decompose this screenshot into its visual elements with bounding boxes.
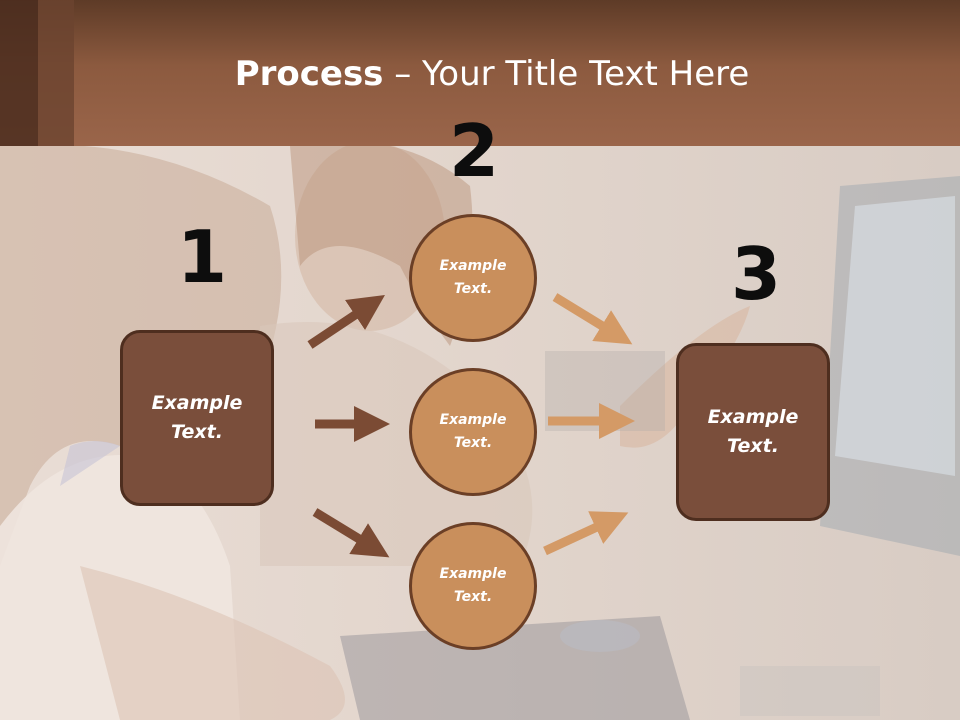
header-accent-dark [0, 0, 38, 146]
step-number-1: 1 [177, 215, 228, 299]
step-1-box: Example Text. [120, 330, 274, 506]
step-number-3: 3 [731, 232, 782, 316]
arrow-1-to-2-bottom [312, 508, 390, 558]
arrow-2-bottom-to-3 [543, 511, 629, 556]
step-3-label: Example Text. [707, 406, 799, 457]
step-2-top-label: Example Text. [439, 258, 507, 297]
arrow-1-to-2-top [307, 295, 385, 349]
step-2-circle-middle: Example Text. [409, 368, 537, 496]
arrow-2-top-to-3 [552, 293, 633, 345]
slide-title: Process – Your Title Text Here [0, 52, 960, 96]
title-bar [0, 0, 960, 146]
step-3-box: Example Text. [676, 343, 830, 521]
header-accent-mid [38, 0, 74, 146]
step-2-circle-top: Example Text. [409, 214, 537, 342]
step-2-bottom-label: Example Text. [439, 566, 507, 605]
step-1-label: Example Text. [151, 392, 243, 443]
step-2-circle-bottom: Example Text. [409, 522, 537, 650]
step-number-2: 2 [449, 109, 500, 193]
title-bold: Process [234, 54, 384, 94]
title-rest: – Your Title Text Here [383, 54, 750, 94]
step-2-middle-label: Example Text. [439, 412, 507, 451]
